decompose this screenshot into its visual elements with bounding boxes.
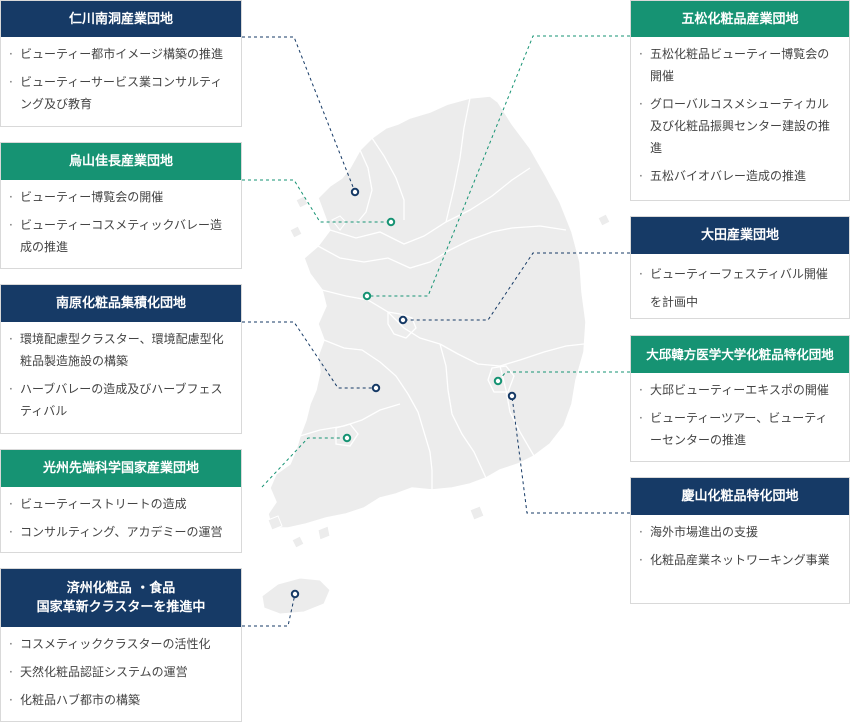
list-item: ビューティー都市イメージ構築の推進 bbox=[9, 43, 231, 65]
item-list: ビューティーフェスティバル開催を計画中 bbox=[631, 254, 849, 326]
marker-incheon bbox=[350, 187, 360, 197]
box-title: 光州先端科学国家産業団地 bbox=[1, 450, 241, 487]
list-item: ビューティーコスメティックバレー造成の推進 bbox=[9, 214, 231, 258]
box-title: 五松化粧品産業団地 bbox=[631, 1, 849, 37]
leader-gwangju bbox=[261, 437, 347, 488]
list-item: グローバルコスメシューティカル及び化粧品振興センター建設の推進 bbox=[639, 93, 839, 159]
box-title-line2: 国家革新クラスターを推進中 bbox=[36, 600, 206, 615]
list-item: 大邱ビューティーエキスポの開催 bbox=[639, 379, 839, 401]
list-item: コスメティッククラスターの活性化 bbox=[9, 633, 231, 655]
list-item: 化粧品ハブ都市の構築 bbox=[9, 689, 231, 711]
box-title: 大田産業団地 bbox=[631, 217, 849, 254]
box-title: 済州化粧品 ・食品 国家革新クラスターを推進中 bbox=[1, 569, 241, 627]
list-item: ハーブバレーの造成及びハーブフェスティバル bbox=[9, 378, 231, 422]
list-item: ビューティー博覧会の開催 bbox=[9, 186, 231, 208]
marker-namwon bbox=[371, 383, 381, 393]
list-item: 化粧品産業ネットワーキング事業 bbox=[639, 549, 839, 571]
box-title: 南原化粧品集積化団地 bbox=[1, 285, 241, 322]
item-list: ビューティー博覧会の開催 ビューティーコスメティックバレー造成の推進 bbox=[1, 180, 241, 268]
item-list: 海外市場進出の支援 化粧品産業ネットワーキング事業 bbox=[631, 515, 849, 581]
item-list: 環境配慮型クラスター、環境配慮型化粧品製造施設の構築 ハーブバレーの造成及びハー… bbox=[1, 322, 241, 432]
list-item: コンサルティング、アカデミーの運営 bbox=[9, 521, 231, 543]
leader-namwon bbox=[242, 321, 376, 389]
list-item: 環境配慮型クラスター、環境配慮型化粧品製造施設の構築 bbox=[9, 328, 231, 372]
box-daejeon: 大田産業団地 ビューティーフェスティバル開催を計画中 bbox=[630, 216, 850, 319]
marker-daegu bbox=[493, 376, 503, 386]
box-daegu: 大邱韓方医学大学化粧品特化団地 大邱ビューティーエキスポの開催 ビューティーツア… bbox=[630, 335, 850, 462]
box-gyeongsan: 慶山化粧品特化団地 海外市場進出の支援 化粧品産業ネットワーキング事業 bbox=[630, 477, 850, 604]
leader-daejeon bbox=[403, 252, 630, 321]
marker-osong bbox=[362, 291, 372, 301]
box-title: 慶山化粧品特化団地 bbox=[631, 478, 849, 515]
korea-mainland bbox=[267, 95, 587, 529]
box-title: 仁川南洞産業団地 bbox=[1, 1, 241, 37]
item-list: ビューティーストリートの造成 コンサルティング、アカデミーの運営 bbox=[1, 487, 241, 553]
box-osong: 五松化粧品産業団地 五松化粧品ビューティー博覧会の開催 グローバルコスメシューテ… bbox=[630, 0, 850, 201]
marker-gyeongsan bbox=[507, 391, 517, 401]
list-item: 五松化粧品ビューティー博覧会の開催 bbox=[639, 43, 839, 87]
list-item: ビューティーサービス業コンサルティング及び教育 bbox=[9, 71, 231, 115]
leader-osan bbox=[242, 179, 391, 223]
item-list: 大邱ビューティーエキスポの開催 ビューティーツアー、ビューティーセンターの推進 bbox=[631, 373, 849, 461]
province-borders bbox=[299, 97, 585, 490]
marker-gwangju bbox=[342, 433, 352, 443]
box-jeju: 済州化粧品 ・食品 国家革新クラスターを推進中 コスメティッククラスターの活性化… bbox=[0, 568, 242, 722]
marker-daejeon bbox=[398, 315, 408, 325]
box-gwangju: 光州先端科学国家産業団地 ビューティーストリートの造成 コンサルティング、アカデ… bbox=[0, 449, 242, 553]
box-incheon: 仁川南洞産業団地 ビューティー都市イメージ構築の推進 ビューティーサービス業コン… bbox=[0, 0, 242, 127]
box-title-line1: 済州化粧品 ・食品 bbox=[66, 581, 176, 596]
marker-osan bbox=[386, 217, 396, 227]
list-item: 天然化粧品認証システムの運営 bbox=[9, 661, 231, 683]
list-item: 海外市場進出の支援 bbox=[639, 521, 839, 543]
list-item: 五松バイオバレー造成の推進 bbox=[639, 165, 839, 187]
leader-osong bbox=[367, 35, 630, 297]
box-title: 烏山佳長産業団地 bbox=[1, 143, 241, 180]
location-markers bbox=[290, 187, 517, 599]
box-title: 大邱韓方医学大学化粧品特化団地 bbox=[631, 336, 849, 373]
leader-gyeongsan bbox=[511, 395, 630, 514]
item-list: ビューティー都市イメージ構築の推進 ビューティーサービス業コンサルティング及び教… bbox=[1, 37, 241, 125]
list-item: ビューティーフェスティバル開催を計画中 bbox=[639, 260, 839, 316]
list-item: ビューティーストリートの造成 bbox=[9, 493, 231, 515]
box-namwon: 南原化粧品集積化団地 環境配慮型クラスター、環境配慮型化粧品製造施設の構築 ハー… bbox=[0, 284, 242, 434]
leader-incheon bbox=[242, 36, 356, 193]
marker-jeju bbox=[290, 589, 300, 599]
box-osan: 烏山佳長産業団地 ビューティー博覧会の開催 ビューティーコスメティックバレー造成… bbox=[0, 142, 242, 269]
item-list: 五松化粧品ビューティー博覧会の開催 グローバルコスメシューティカル及び化粧品振興… bbox=[631, 37, 849, 197]
list-item: ビューティーツアー、ビューティーセンターの推進 bbox=[639, 407, 839, 451]
leader-jeju bbox=[242, 593, 296, 627]
item-list: コスメティッククラスターの活性化 天然化粧品認証システムの運営 化粧品ハブ都市の… bbox=[1, 627, 241, 721]
